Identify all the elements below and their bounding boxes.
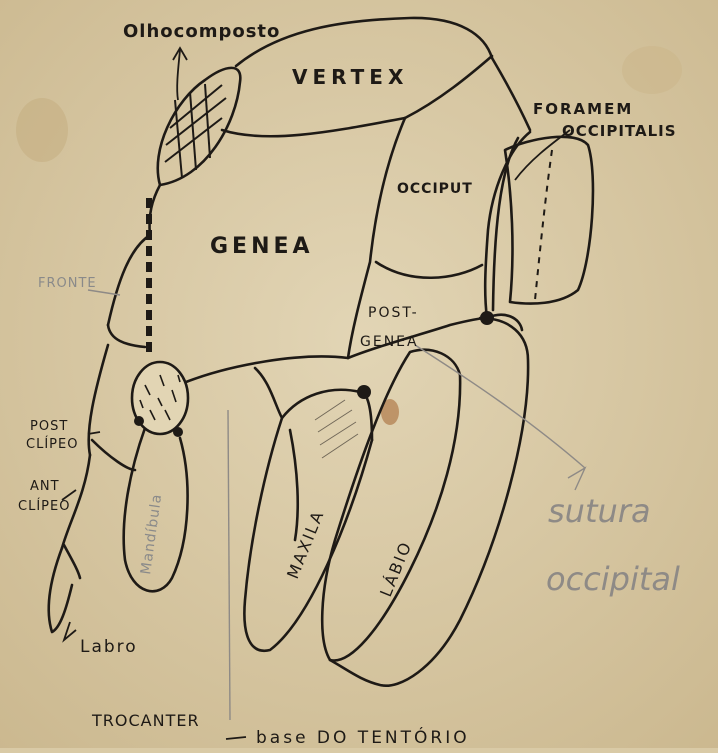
paper-stain-right <box>622 46 682 94</box>
label-sutura: sutura <box>548 492 651 530</box>
label-labro: Labro <box>80 637 138 657</box>
label-post-clipeo-1: POST <box>30 419 68 434</box>
paper-stain-left <box>16 98 68 162</box>
label-fronte: FRONTE <box>38 276 97 291</box>
label-genea: GENEA <box>210 234 314 259</box>
label-base-tentorio: base DO TENTÓRIO <box>256 726 470 748</box>
label-post-clipeo-2: CLÍPEO <box>26 436 78 452</box>
label-ant-clipeo-2: CLÍPEO <box>18 498 70 514</box>
label-post-genea-1: POST- <box>368 305 419 321</box>
label-occiput: OCCIPUT <box>397 181 473 197</box>
label-post-genea-2: GENEA <box>360 334 419 350</box>
label-ant-clipeo-1: ANT <box>30 479 60 494</box>
label-vertex: VERTEX <box>292 65 408 89</box>
label-trocanter: TROCANTER <box>91 711 200 730</box>
label-foramem: FORAMEM <box>533 100 633 118</box>
label-occipitalis: OCCIPITALIS <box>562 122 677 140</box>
label-occipital: occipital <box>546 560 680 598</box>
label-olho-composto: Olhocomposto <box>123 21 280 42</box>
